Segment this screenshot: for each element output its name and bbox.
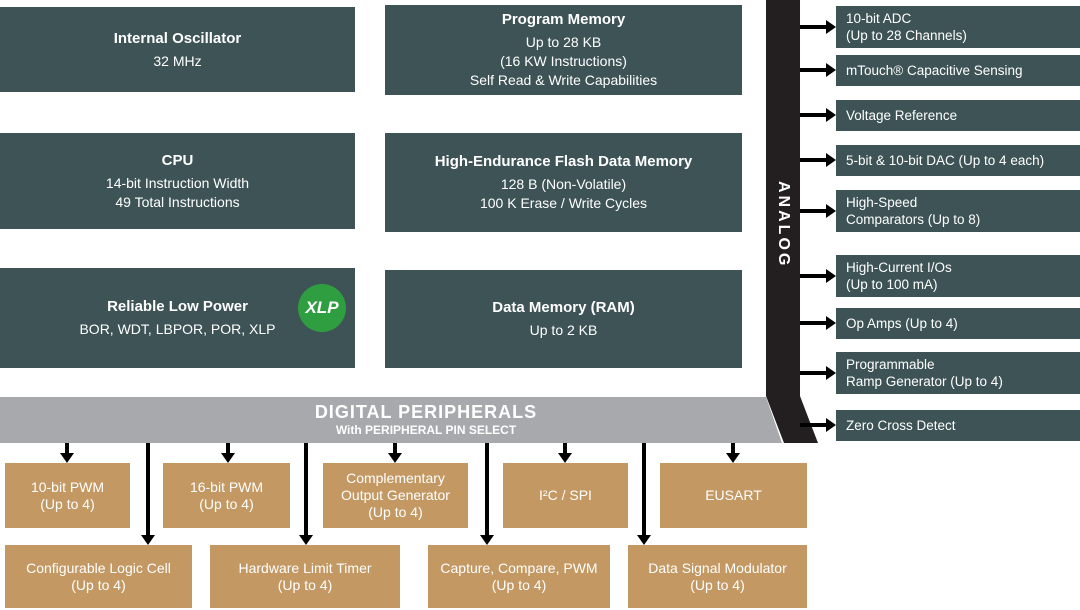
digital-block-hlt: Hardware Limit Timer (Up to 4) — [210, 545, 400, 608]
analog-block-zero-cross: Zero Cross Detect — [836, 410, 1080, 441]
arrow-to-cog — [388, 443, 402, 463]
block-line: (Up to 4) — [40, 495, 95, 512]
digital-block-cog: Complementary Output Generator (Up to 4) — [323, 463, 468, 528]
block-title: Program Memory — [501, 11, 626, 28]
digital-block-eusart: EUSART — [660, 463, 807, 528]
block-line: Comparators (Up to 8) — [846, 212, 981, 227]
arrow-to-voltage-reference — [800, 108, 836, 122]
arrow-to-hlt — [299, 443, 313, 545]
analog-block-voltage-reference: Voltage Reference — [836, 100, 1080, 131]
digital-block-10bit-pwm: 10-bit PWM (Up to 4) — [5, 463, 130, 528]
analog-block-dac: 5-bit & 10-bit DAC (Up to 4 each) — [836, 145, 1080, 176]
block-line: Output Generator — [341, 487, 450, 503]
digital-peripherals-title: DIGITAL PERIPHERALS — [314, 402, 538, 422]
block-line: Ramp Generator (Up to 4) — [846, 374, 1003, 389]
block-line: Zero Cross Detect — [846, 418, 956, 433]
analog-block-mtouch: mTouch® Capacitive Sensing — [836, 55, 1080, 86]
block-line: (Up to 4) — [368, 504, 423, 520]
digital-block-clc: Configurable Logic Cell (Up to 4) — [5, 545, 192, 608]
analog-label-text: ANALOG — [775, 181, 792, 269]
analog-block-high-current-ios: High-Current I/Os (Up to 100 mA) — [836, 255, 1080, 297]
block-title: Data Memory (RAM) — [492, 299, 635, 316]
block-line: 128 B (Non-Volatile) — [500, 176, 627, 192]
block-title: CPU — [161, 151, 194, 169]
block-line: BOR, WDT, LBPOR, POR, XLP — [79, 321, 276, 337]
arrow-to-zero-cross — [800, 418, 836, 432]
block-program-memory: Program Memory Up to 28 KB (16 KW Instru… — [385, 5, 742, 95]
digital-peripherals-subtitle: With PERIPHERAL PIN SELECT — [335, 423, 517, 437]
block-data-memory-ram: Data Memory (RAM) Up to 2 KB — [385, 270, 742, 368]
arrow-to-10bit-pwm — [60, 443, 74, 463]
arrow-to-comparators — [800, 204, 836, 218]
block-line: Up to 28 KB — [525, 34, 602, 50]
block-line: Hardware Limit Timer — [238, 559, 372, 576]
arrow-to-dac — [800, 153, 836, 167]
digital-block-ccp: Capture, Compare, PWM (Up to 4) — [428, 545, 610, 608]
block-line: 14-bit Instruction Width — [105, 174, 250, 191]
arrow-to-mtouch — [800, 63, 836, 77]
arrow-to-dsm — [637, 443, 651, 545]
block-title: Reliable Low Power — [107, 298, 248, 315]
block-line: Programmable — [846, 357, 935, 372]
block-line: (16 KW Instructions) — [500, 53, 627, 69]
block-line: (Up to 28 Channels) — [846, 28, 967, 43]
digital-block-i2c-spi: I²C / SPI — [503, 463, 628, 528]
block-internal-oscillator: Internal Oscillator 32 MHz — [0, 7, 355, 92]
arrow-to-ramp-generator — [800, 366, 836, 380]
block-line: Self Read & Write Capabilities — [469, 72, 658, 88]
block-line: 5-bit & 10-bit DAC (Up to 4 each) — [846, 153, 1045, 168]
analog-block-comparators: High-Speed Comparators (Up to 8) — [836, 190, 1080, 232]
arrow-to-i2c-spi — [558, 443, 572, 463]
block-line: Voltage Reference — [846, 108, 958, 123]
block-line: mTouch® Capacitive Sensing — [846, 63, 1023, 78]
block-flash-data-memory: High-Endurance Flash Data Memory 128 B (… — [385, 133, 742, 232]
block-line: (Up to 4) — [71, 576, 126, 593]
digital-block-dsm: Data Signal Modulator (Up to 4) — [628, 545, 807, 608]
block-line: (Up to 100 mA) — [846, 277, 938, 292]
block-title: Internal Oscillator — [113, 29, 242, 47]
arrow-to-adc — [800, 20, 836, 34]
block-cpu: CPU 14-bit Instruction Width 49 Total In… — [0, 133, 355, 229]
digital-block-16bit-pwm: 16-bit PWM (Up to 4) — [163, 463, 290, 528]
block-line: I²C / SPI — [539, 487, 592, 503]
block-reliable-low-power: Reliable Low Power BOR, WDT, LBPOR, POR,… — [0, 268, 355, 368]
block-line: Capture, Compare, PWM — [440, 559, 598, 576]
block-line: Up to 2 KB — [529, 322, 598, 338]
block-line: Configurable Logic Cell — [26, 559, 171, 576]
arrow-to-eusart — [726, 443, 740, 463]
block-line: Op Amps (Up to 4) — [846, 316, 958, 331]
analog-block-op-amps: Op Amps (Up to 4) — [836, 308, 1080, 339]
block-line: 10-bit PWM — [30, 478, 105, 495]
digital-peripherals-bar: DIGITAL PERIPHERALS With PERIPHERAL PIN … — [0, 397, 782, 443]
block-line: (Up to 4) — [199, 495, 254, 512]
analog-block-adc: 10-bit ADC (Up to 28 Channels) — [836, 6, 1080, 48]
analog-block-ramp-generator: Programmable Ramp Generator (Up to 4) — [836, 352, 1080, 394]
block-line: 32 MHz — [153, 52, 202, 69]
block-line: 49 Total Instructions — [115, 193, 240, 210]
arrow-to-clc — [141, 443, 155, 545]
block-line: 100 K Erase / Write Cycles — [479, 195, 648, 211]
block-line: Complementary — [346, 470, 445, 486]
analog-label: ANALOG — [766, 10, 800, 440]
block-line: (Up to 4) — [491, 576, 547, 593]
arrow-to-high-current-ios — [800, 269, 836, 283]
block-line: 16-bit PWM — [189, 478, 264, 495]
arrow-to-op-amps — [800, 316, 836, 330]
block-line: (Up to 4) — [277, 576, 333, 593]
arrow-to-ccp — [480, 443, 494, 545]
arrow-to-16bit-pwm — [221, 443, 235, 463]
block-line: 10-bit ADC — [846, 11, 912, 26]
xlp-badge: XLP — [298, 284, 346, 332]
block-line: (Up to 4) — [690, 576, 745, 593]
block-line: High-Current I/Os — [846, 260, 952, 275]
block-line: EUSART — [705, 487, 762, 503]
block-title: High-Endurance Flash Data Memory — [434, 153, 693, 170]
block-line: Data Signal Modulator — [648, 559, 787, 576]
block-line: High-Speed — [846, 195, 918, 210]
